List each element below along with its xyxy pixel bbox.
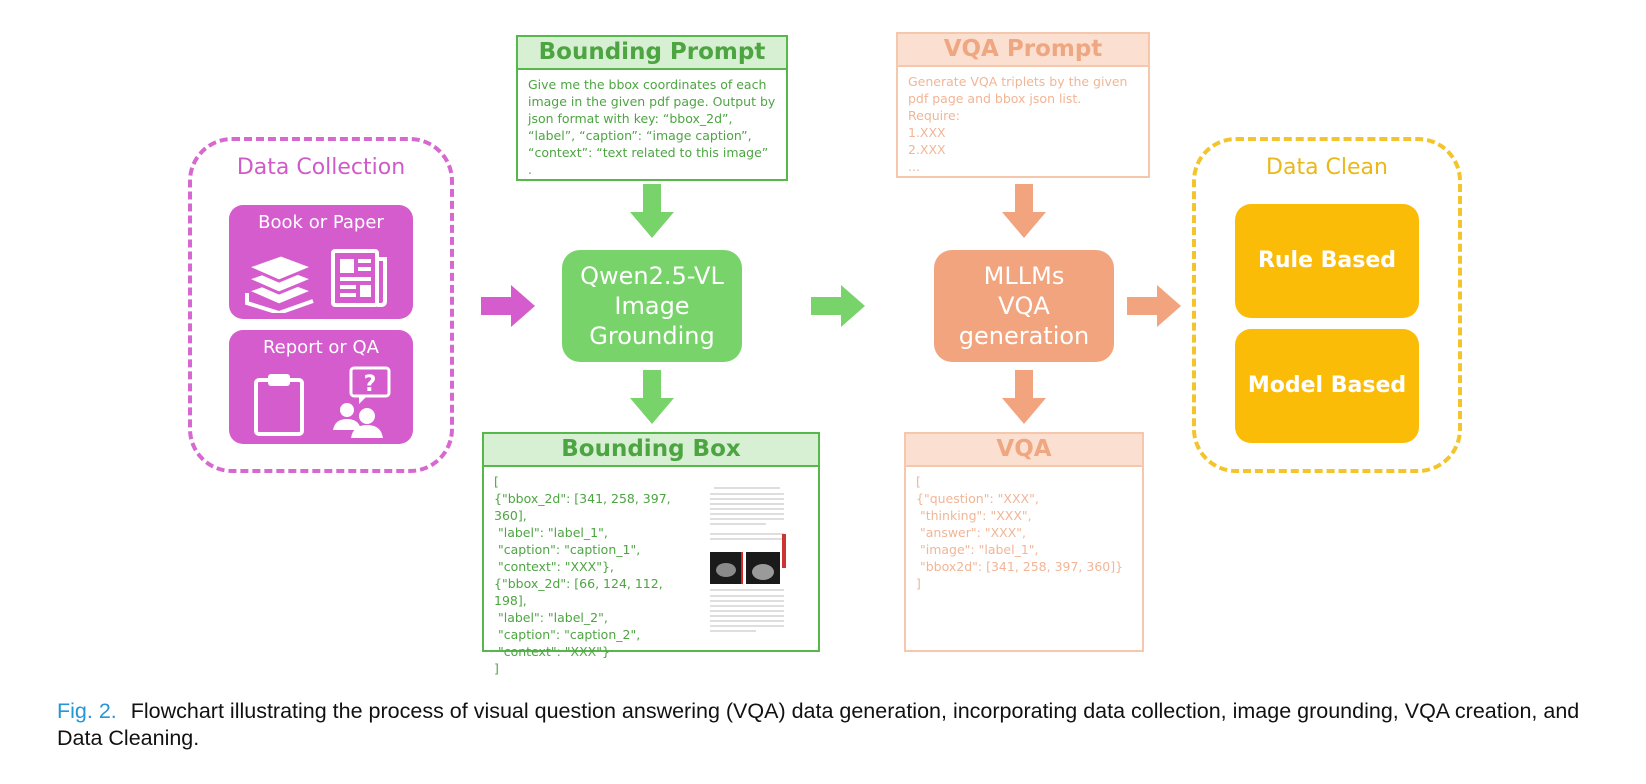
mllm-vqa-generation-node: MLLMs VQA generation [934,250,1114,362]
vqa-panel: VQA [ {"question": "XXX", "thinking": "X… [904,432,1144,652]
arrow-vqaprompt-to-mllm [1002,184,1046,238]
qwen-line-2: Image [614,292,690,320]
bounding-prompt-title: Bounding Prompt [518,37,786,70]
arrow-prompt-to-qwen [630,184,674,238]
clipboard-icon [254,374,304,436]
card-label: Report or QA [262,337,379,358]
arrow-mllm-to-clean [1127,285,1181,327]
mllm-line-1: MLLMs [983,262,1065,290]
book-or-paper-card: Book or Paper [229,205,413,319]
bounding-box-json: [ {"bbox_2d": [341, 258, 397, 360], "lab… [494,474,671,676]
books-icon [242,253,317,313]
data-collection-frame [188,137,454,473]
qwen-grounding-node: Qwen2.5-VL Image Grounding [562,250,742,362]
data-collection-title: Data Collection [236,155,406,180]
vqa-json: [ {"question": "XXX", "thinking": "XXX",… [916,474,1124,591]
data-clean-frame [1192,137,1462,473]
data-clean-title: Data Clean [1266,155,1388,180]
vqa-title: VQA [906,434,1142,467]
vqa-prompt-title: VQA Prompt [898,34,1148,67]
arrow-qwen-to-bbox [630,370,674,424]
newspaper-icon [331,249,387,307]
bounding-box-title: Bounding Box [484,434,818,467]
qwen-line-1: Qwen2.5-VL [580,262,724,290]
rule-based-card: Rule Based [1235,204,1419,318]
report-or-qa-card: Report or QA ? [229,330,413,444]
arrow-mllm-to-vqa [1002,370,1046,424]
figure-label: Fig. 2. [57,699,117,723]
bounding-prompt-text: Give me the bbox coordinates of each ima… [528,77,780,177]
figure-caption: Fig. 2.Flowchart illustrating the proces… [57,698,1617,752]
qwen-line-3: Grounding [589,322,715,350]
vqa-prompt-box: VQA Prompt Generate VQA triplets by the … [896,32,1150,178]
people-question-icon: ? [333,366,391,438]
pdf-page-thumbnail [706,480,788,642]
caption-text: Flowchart illustrating the process of vi… [57,699,1580,750]
svg-text:?: ? [364,372,377,397]
arrow-collection-to-qwen [481,285,535,327]
mllm-line-3: generation [958,322,1090,350]
bounding-prompt-box: Bounding Prompt Give me the bbox coordin… [516,35,788,181]
mllm-line-2: VQA [998,292,1050,320]
arrow-qwen-to-mllm [811,285,865,327]
card-label: Book or Paper [258,212,384,233]
vqa-prompt-text: Generate VQA triplets by the given pdf p… [908,74,1128,174]
model-based-card: Model Based [1235,329,1419,443]
